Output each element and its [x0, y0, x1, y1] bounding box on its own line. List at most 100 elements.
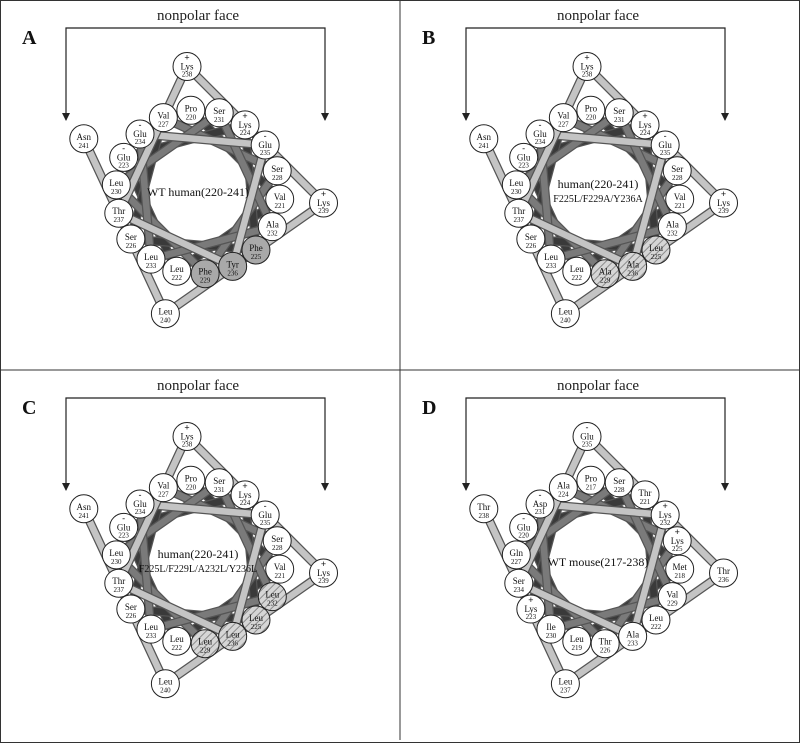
- residue-number: 238: [582, 70, 593, 78]
- residue-number: 226: [126, 612, 137, 620]
- residue-charge: +: [321, 189, 326, 199]
- residue-charge: +: [528, 595, 533, 605]
- residue-circle: [641, 605, 671, 635]
- residue-number: 227: [511, 558, 522, 566]
- residue-name: Ser: [125, 602, 137, 612]
- residue-circle: [504, 198, 534, 228]
- residue-circle: [204, 98, 234, 128]
- residue-circle: [162, 256, 192, 286]
- residue-number: 234: [135, 508, 146, 516]
- residue-circle: [562, 256, 592, 286]
- residue-name: Leu: [558, 677, 572, 687]
- face-arrow-icon: [462, 113, 470, 121]
- residue-number: 220: [518, 531, 529, 539]
- backbone-band: [215, 109, 276, 230]
- residue-number: 236: [227, 269, 238, 277]
- backbone-band: [229, 511, 269, 640]
- residue-number: 235: [660, 149, 671, 157]
- residue-name: Asn: [477, 132, 492, 142]
- residue-name: Lys: [639, 120, 653, 130]
- residue-name: Phe: [249, 243, 263, 253]
- residue-circle: [562, 626, 592, 656]
- residue-number: 233: [546, 262, 557, 270]
- residue-number: 227: [158, 491, 169, 499]
- residue-name: Glu: [517, 152, 531, 162]
- residue-name: Leu: [158, 307, 172, 317]
- residue-circle: [136, 614, 166, 644]
- backbone-band: [547, 593, 676, 633]
- residue-circle: [650, 500, 680, 530]
- residue-name: Val: [274, 192, 286, 202]
- residue-name: Lys: [317, 198, 331, 208]
- residue-number: 235: [260, 519, 271, 527]
- residue-name: Lys: [581, 61, 595, 71]
- residue-number: 230: [546, 632, 557, 640]
- residue-name: Thr: [112, 206, 125, 216]
- backbone-band: [536, 130, 669, 149]
- residue-number: 237: [114, 216, 125, 224]
- backbone-band: [615, 109, 676, 230]
- face-arrow-icon: [462, 483, 470, 491]
- residue-circle: [576, 95, 606, 125]
- residue-circle: [604, 98, 634, 128]
- residue-number: 222: [172, 274, 183, 282]
- residue-circle: [630, 110, 660, 140]
- residue-circle: [176, 95, 206, 125]
- residue-name: Ser: [513, 576, 525, 586]
- helix-backbone: [479, 61, 729, 319]
- residue-circle: [148, 473, 178, 503]
- residue-name: Lys: [659, 510, 673, 520]
- face-arrow-icon: [321, 483, 329, 491]
- residue-number: 232: [267, 230, 278, 238]
- residue-circle: [136, 244, 166, 274]
- residue-number: 224: [240, 129, 251, 137]
- residue-number: 236: [627, 269, 638, 277]
- residue-number: 228: [614, 486, 625, 494]
- residue-number: 221: [674, 202, 685, 210]
- residue-name: Lys: [317, 568, 331, 578]
- residue-name: Lys: [524, 604, 538, 614]
- backbone-band: [629, 511, 669, 640]
- residue-charge: -: [139, 120, 142, 130]
- residue-number: 237: [560, 687, 571, 695]
- residue-name: Glu: [658, 140, 672, 150]
- residue-circle: [548, 103, 578, 133]
- backbone-band: [215, 479, 276, 600]
- residue-number: 226: [126, 242, 137, 250]
- residue-name: Thr: [599, 637, 612, 647]
- residue-number: 219: [572, 644, 583, 652]
- residue-name: Lys: [181, 431, 195, 441]
- backbone-band: [115, 209, 236, 270]
- residue-name: Ser: [213, 476, 225, 486]
- residue-number: 229: [200, 647, 211, 655]
- backbone-band: [147, 593, 276, 633]
- residue-charge: +: [184, 52, 189, 62]
- residue-number: 238: [182, 70, 193, 78]
- residue-name: Lys: [181, 61, 195, 71]
- residue-name: Glu: [258, 140, 272, 150]
- residue-circle: [250, 130, 280, 160]
- residue-number: 220: [186, 483, 197, 491]
- residue-circle: [262, 526, 292, 556]
- residue-number: 221: [274, 202, 285, 210]
